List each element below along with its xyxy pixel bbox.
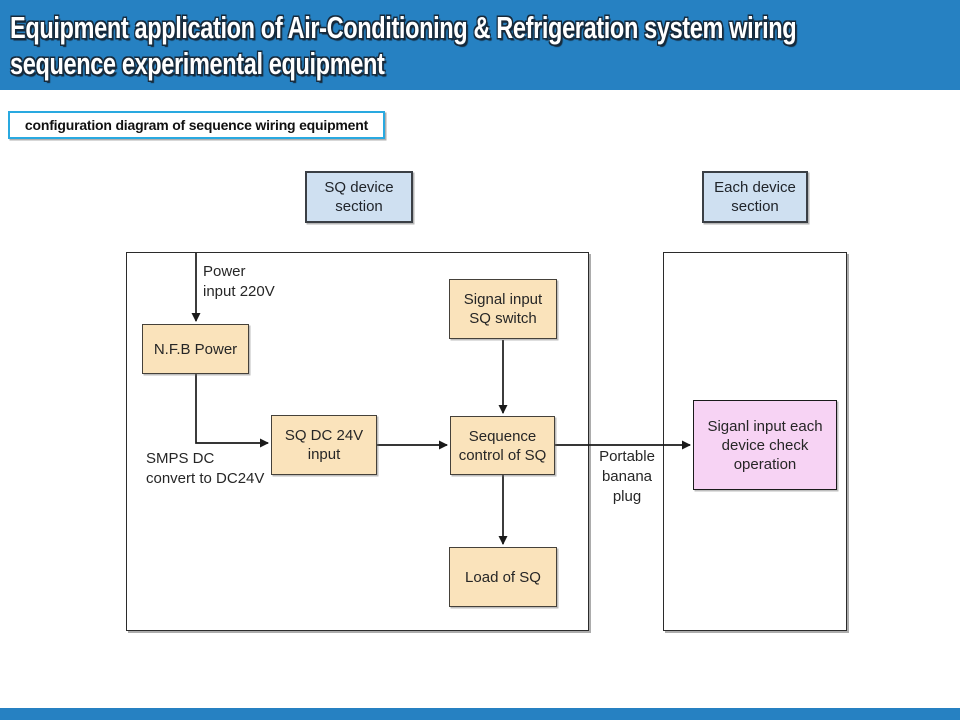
node-check-line3: operation — [733, 455, 797, 473]
annotation-power-input-220v: Power input 220V — [203, 262, 275, 302]
slide-title-line1: Equipment application of Air-Conditionin… — [10, 10, 797, 45]
each-device-section-label: Each device section — [702, 171, 808, 223]
sq-device-section-rect — [126, 252, 589, 631]
annotation-power-line2: input 220V — [203, 283, 275, 300]
annotation-banana-line3: plug — [612, 488, 642, 505]
slide-title-line2: sequence experimental equipment — [10, 46, 385, 81]
each-device-section-line2: section — [731, 198, 779, 215]
annotation-smps-dc-convert: SMPS DC convert to DC24V — [146, 449, 264, 489]
node-sq-dc-24v-input: SQ DC 24V input — [271, 415, 377, 475]
each-device-section-line1: Each device — [714, 179, 796, 196]
annotation-banana-line1: Portable — [599, 448, 655, 465]
caption-label: configuration diagram of sequence wiring… — [24, 117, 369, 133]
annotation-portable-banana-plug: Portable banana plug — [596, 447, 658, 507]
annotation-power-line1: Power — [203, 263, 246, 280]
node-check-line2: device check — [721, 436, 809, 454]
node-signal-line1: Signal input — [463, 291, 543, 308]
sq-device-section-label: SQ device section — [305, 171, 413, 223]
node-signal-line2: SQ switch — [469, 310, 537, 327]
annotation-smps-line2: convert to DC24V — [146, 470, 265, 487]
node-sq-dc-line2: input — [307, 446, 341, 463]
node-sequence-control-of-sq: Sequence control of SQ — [450, 416, 555, 475]
node-signal-input-sq-switch: Signal input SQ switch — [449, 279, 557, 339]
node-nfb-power-label: N.F.B Power — [153, 340, 238, 358]
node-load-of-sq: Load of SQ — [449, 547, 557, 607]
node-sq-dc-line1: SQ DC 24V — [284, 427, 364, 444]
sq-device-section-line2: section — [335, 198, 383, 215]
node-check-line1: Siganl input each — [707, 417, 823, 435]
node-load-of-sq-label: Load of SQ — [465, 568, 541, 586]
node-sequence-line1: Sequence — [468, 427, 537, 445]
node-nfb-power: N.F.B Power — [142, 324, 249, 374]
sq-device-section-line1: SQ device — [324, 179, 394, 196]
node-sequence-line2: control of SQ — [458, 446, 547, 464]
node-signal-input-device-check: Siganl input each device check operation — [693, 400, 837, 490]
annotation-smps-line1: SMPS DC — [146, 450, 215, 467]
slide-header: Equipment application of Air-Conditionin… — [0, 0, 960, 90]
each-device-section-rect — [663, 252, 847, 631]
slide-footer — [0, 708, 960, 720]
caption-box: configuration diagram of sequence wiring… — [8, 111, 385, 139]
annotation-banana-line2: banana — [601, 468, 653, 485]
